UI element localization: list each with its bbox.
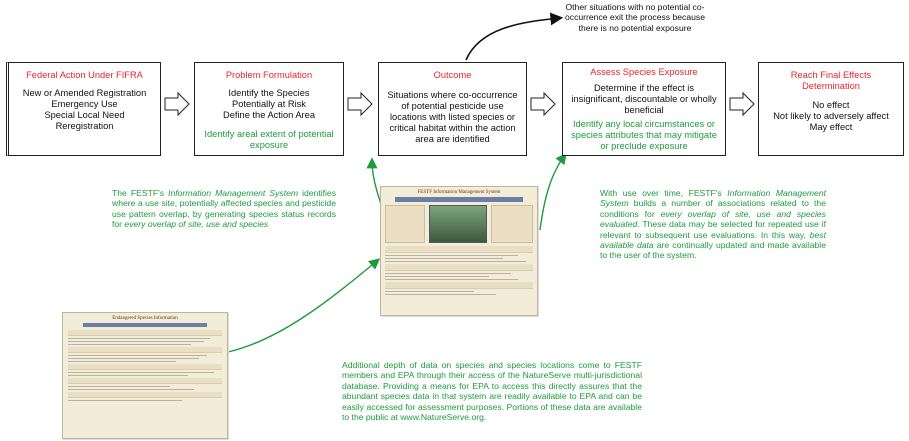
natureserve-content bbox=[68, 330, 222, 401]
ims-photo-collage bbox=[429, 205, 487, 243]
final-effects-line: No effect bbox=[812, 100, 850, 110]
assess-exposure-text: Determine if the effect is insignificant… bbox=[571, 83, 717, 115]
ims-detail-panel bbox=[491, 205, 533, 243]
problem-formulation-box: Problem Formulation Identify the Species… bbox=[194, 62, 344, 156]
outcome-box: Outcome Situations where co-occurrence o… bbox=[378, 62, 527, 156]
green-arrow-to-center-shot bbox=[227, 258, 381, 353]
right-note-emphasis: Information Management System bbox=[600, 188, 826, 209]
assess-exposure-title: Assess Species Exposure bbox=[590, 67, 698, 77]
assess-exposure-box: Assess Species Exposure Determine if the… bbox=[562, 62, 726, 156]
flow-arrow-4 bbox=[729, 91, 755, 117]
problem-formulation-line: Define the Action Area bbox=[223, 110, 315, 120]
outcome-text: Situations where co-occurrence of potent… bbox=[387, 90, 518, 144]
right-note-text: . These data may be selected for repeate… bbox=[600, 219, 826, 240]
ims-side-panel bbox=[385, 205, 425, 243]
right-note: With use over time, FESTF's Information … bbox=[600, 188, 826, 261]
flow-arrow-2 bbox=[347, 91, 373, 117]
problem-formulation-title: Problem Formulation bbox=[225, 70, 313, 80]
left-note-emphasis: Information Management System bbox=[168, 188, 299, 198]
right-note-text: With use over time, FESTF's bbox=[600, 188, 728, 198]
green-arrow-to-assess bbox=[539, 152, 567, 231]
right-note-emphasis: every overlap of site, use and species e… bbox=[600, 208, 826, 230]
final-effects-line: Not likely to adversely affect bbox=[773, 111, 889, 121]
problem-formulation-green: Identify areal extent of potential expos… bbox=[204, 129, 334, 150]
left-note: The FESTF's Information Management Syste… bbox=[112, 188, 336, 230]
left-note-text: The FESTF's bbox=[112, 188, 169, 198]
problem-formulation-line: Potentially at Risk bbox=[232, 99, 306, 109]
flow-arrow-3 bbox=[530, 91, 556, 117]
flow-arrow-1 bbox=[164, 91, 190, 117]
federal-action-line: Emergency Use bbox=[51, 99, 118, 109]
exit-note: Other situations with no potential co-oc… bbox=[565, 2, 705, 33]
right-note-text: are continually updated and made availab… bbox=[600, 240, 826, 261]
federal-action-line: New or Amended Registration bbox=[22, 88, 147, 98]
federal-action-box: Federal Action Under FIFRA New or Amende… bbox=[6, 62, 161, 156]
ims-records bbox=[385, 246, 533, 295]
bottom-note: Additional depth of data on species and … bbox=[342, 360, 642, 423]
final-effects-title: Reach Final Effects Determination bbox=[790, 70, 872, 91]
ims-top-panel bbox=[385, 205, 533, 243]
assess-exposure-green: Identify any local circumstances or spec… bbox=[571, 119, 717, 151]
outcome-title: Outcome bbox=[433, 70, 472, 80]
right-note-text: builds a number of associations related … bbox=[600, 198, 826, 219]
ims-screenshot-title: FESTF Information Management System bbox=[417, 190, 501, 195]
natureserve-screenshot-title: Endangered Species Information bbox=[112, 316, 178, 321]
final-effects-box: Reach Final Effects Determination No eff… bbox=[758, 62, 904, 156]
federal-action-line: Reregistration bbox=[55, 121, 114, 131]
left-note-emphasis: every overlap of site, use and species bbox=[124, 219, 269, 230]
natureserve-header-bar bbox=[83, 323, 207, 327]
final-effects-line: May effect bbox=[809, 122, 853, 132]
exit-arrow bbox=[465, 12, 564, 61]
problem-formulation-line: Identify the Species bbox=[228, 88, 310, 98]
right-note-emphasis: best available data bbox=[600, 229, 826, 251]
federal-action-title: Federal Action Under FIFRA bbox=[26, 70, 143, 80]
left-note-text: identifies where a use site, potentially… bbox=[112, 188, 337, 230]
federal-action-line: Special Local Need bbox=[44, 110, 125, 120]
ims-header-bar bbox=[395, 197, 523, 202]
ims-screenshot: FESTF Information Management System bbox=[380, 186, 538, 316]
natureserve-screenshot: Endangered Species Information bbox=[62, 312, 228, 439]
